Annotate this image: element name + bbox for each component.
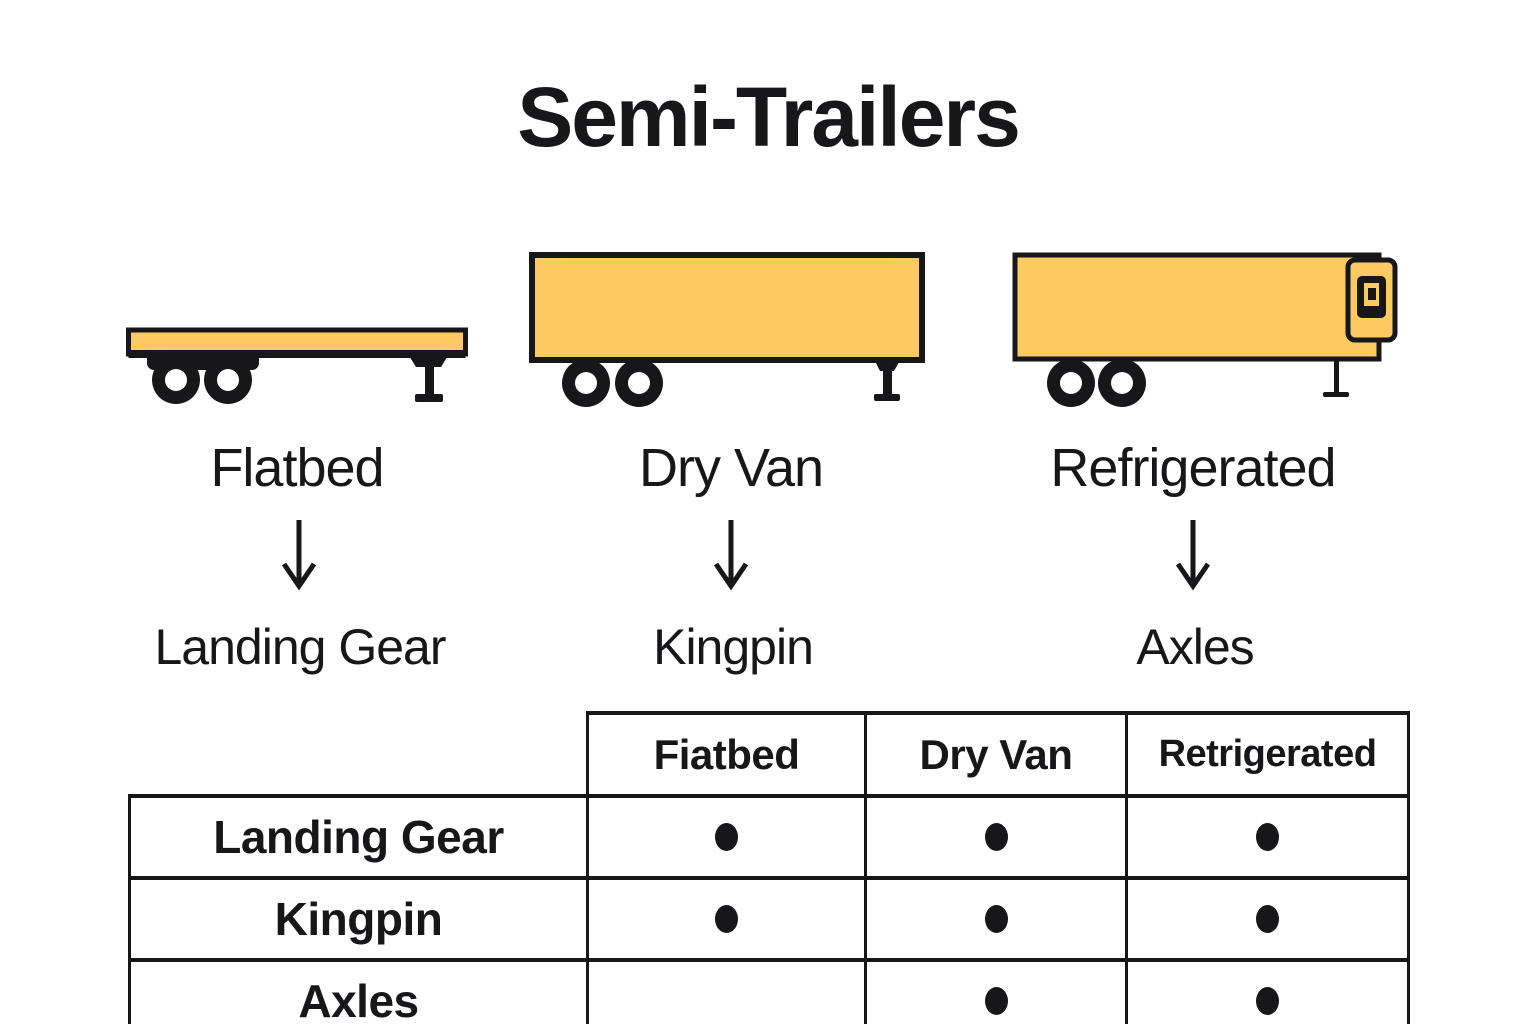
- trailer-feature-label-axles: Axles: [1136, 619, 1254, 675]
- table-row-kingpin: Kingpin: [128, 876, 1410, 962]
- table-row-axles: Axles: [128, 958, 1410, 1024]
- table-cell: [1125, 794, 1410, 880]
- flatbed-trailer-icon: [126, 327, 468, 404]
- down-arrow-icon: [1175, 520, 1211, 591]
- trailer-type-label-dry-van: Dry Van: [638, 438, 824, 498]
- feature-dot: [1256, 823, 1279, 851]
- row-label-axles: Axles: [128, 958, 589, 1024]
- row-label-kingpin: Kingpin: [128, 876, 589, 962]
- feature-dot: [984, 823, 1008, 851]
- table-cell: [1125, 876, 1410, 962]
- feature-dot: [1256, 987, 1279, 1015]
- table-row-landing-gear: Landing Gear: [128, 794, 1410, 880]
- down-arrow-icon: [713, 520, 749, 591]
- table-cell: [864, 876, 1128, 962]
- down-arrow-icon: [281, 520, 317, 591]
- table-corner-cell: [130, 713, 588, 796]
- page-title: Semi-Trailers: [517, 70, 1021, 164]
- table-header-row: Fiatbed Dry Van Retrigerated: [130, 711, 1410, 798]
- feature-dot: [984, 905, 1008, 933]
- trailer-feature-label-landing-gear: Landing Gear: [154, 619, 446, 675]
- feature-dot: [715, 823, 738, 851]
- row-label-landing-gear: Landing Gear: [128, 794, 589, 880]
- table-cell: [586, 794, 867, 880]
- table-cell: [1125, 958, 1410, 1024]
- table-header-fiatbed: Fiatbed: [586, 711, 867, 798]
- table-header-dry-van: Dry Van: [864, 711, 1128, 798]
- feature-dot: [1256, 905, 1279, 933]
- table-cell: [864, 794, 1128, 880]
- comparison-table: Fiatbed Dry Van Retrigerated Landing Gea…: [128, 711, 1410, 1024]
- trailer-feature-label-kingpin: Kingpin: [653, 619, 814, 675]
- dry-van-trailer-icon: [529, 252, 925, 407]
- table-cell: [586, 876, 867, 962]
- trailer-type-label-flatbed: Flatbed: [210, 438, 384, 498]
- trailer-type-label-refrigerated: Refrigerated: [1050, 438, 1336, 498]
- table-cell: [586, 958, 867, 1024]
- feature-dot: [715, 905, 738, 933]
- refrigerated-trailer-icon: [1012, 252, 1398, 407]
- feature-dot: [984, 987, 1008, 1015]
- table-header-retrigerated: Retrigerated: [1125, 711, 1410, 798]
- table-cell: [864, 958, 1128, 1024]
